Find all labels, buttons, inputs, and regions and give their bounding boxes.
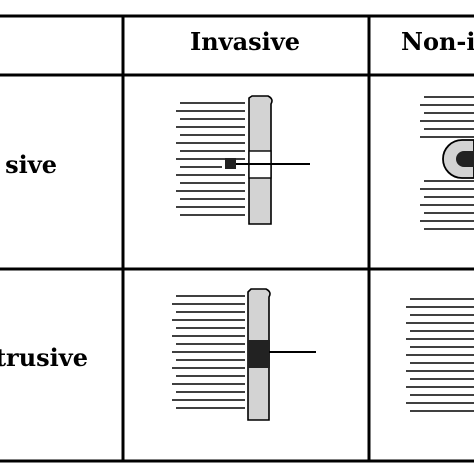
capsule-sensor bbox=[456, 151, 474, 167]
tissue-lines bbox=[420, 96, 474, 230]
cell-row2-invasive-illustration bbox=[172, 288, 316, 421]
header-invasive: Invasive bbox=[190, 27, 300, 56]
tissue-lines bbox=[406, 298, 474, 412]
cell-row2-noninvasive-illustration bbox=[406, 298, 474, 412]
tissue-lines bbox=[172, 295, 245, 409]
table-grid bbox=[0, 14, 474, 463]
cell-row1-noninvasive-illustration bbox=[420, 96, 474, 230]
row-label-2: trusive bbox=[0, 343, 88, 372]
sensor-tip bbox=[225, 158, 236, 169]
cell-row1-invasive-illustration bbox=[176, 95, 310, 225]
header-noninvasive: Non-i bbox=[401, 27, 474, 56]
implanted-sensor bbox=[248, 340, 270, 368]
row-label-1: sive bbox=[5, 150, 57, 179]
